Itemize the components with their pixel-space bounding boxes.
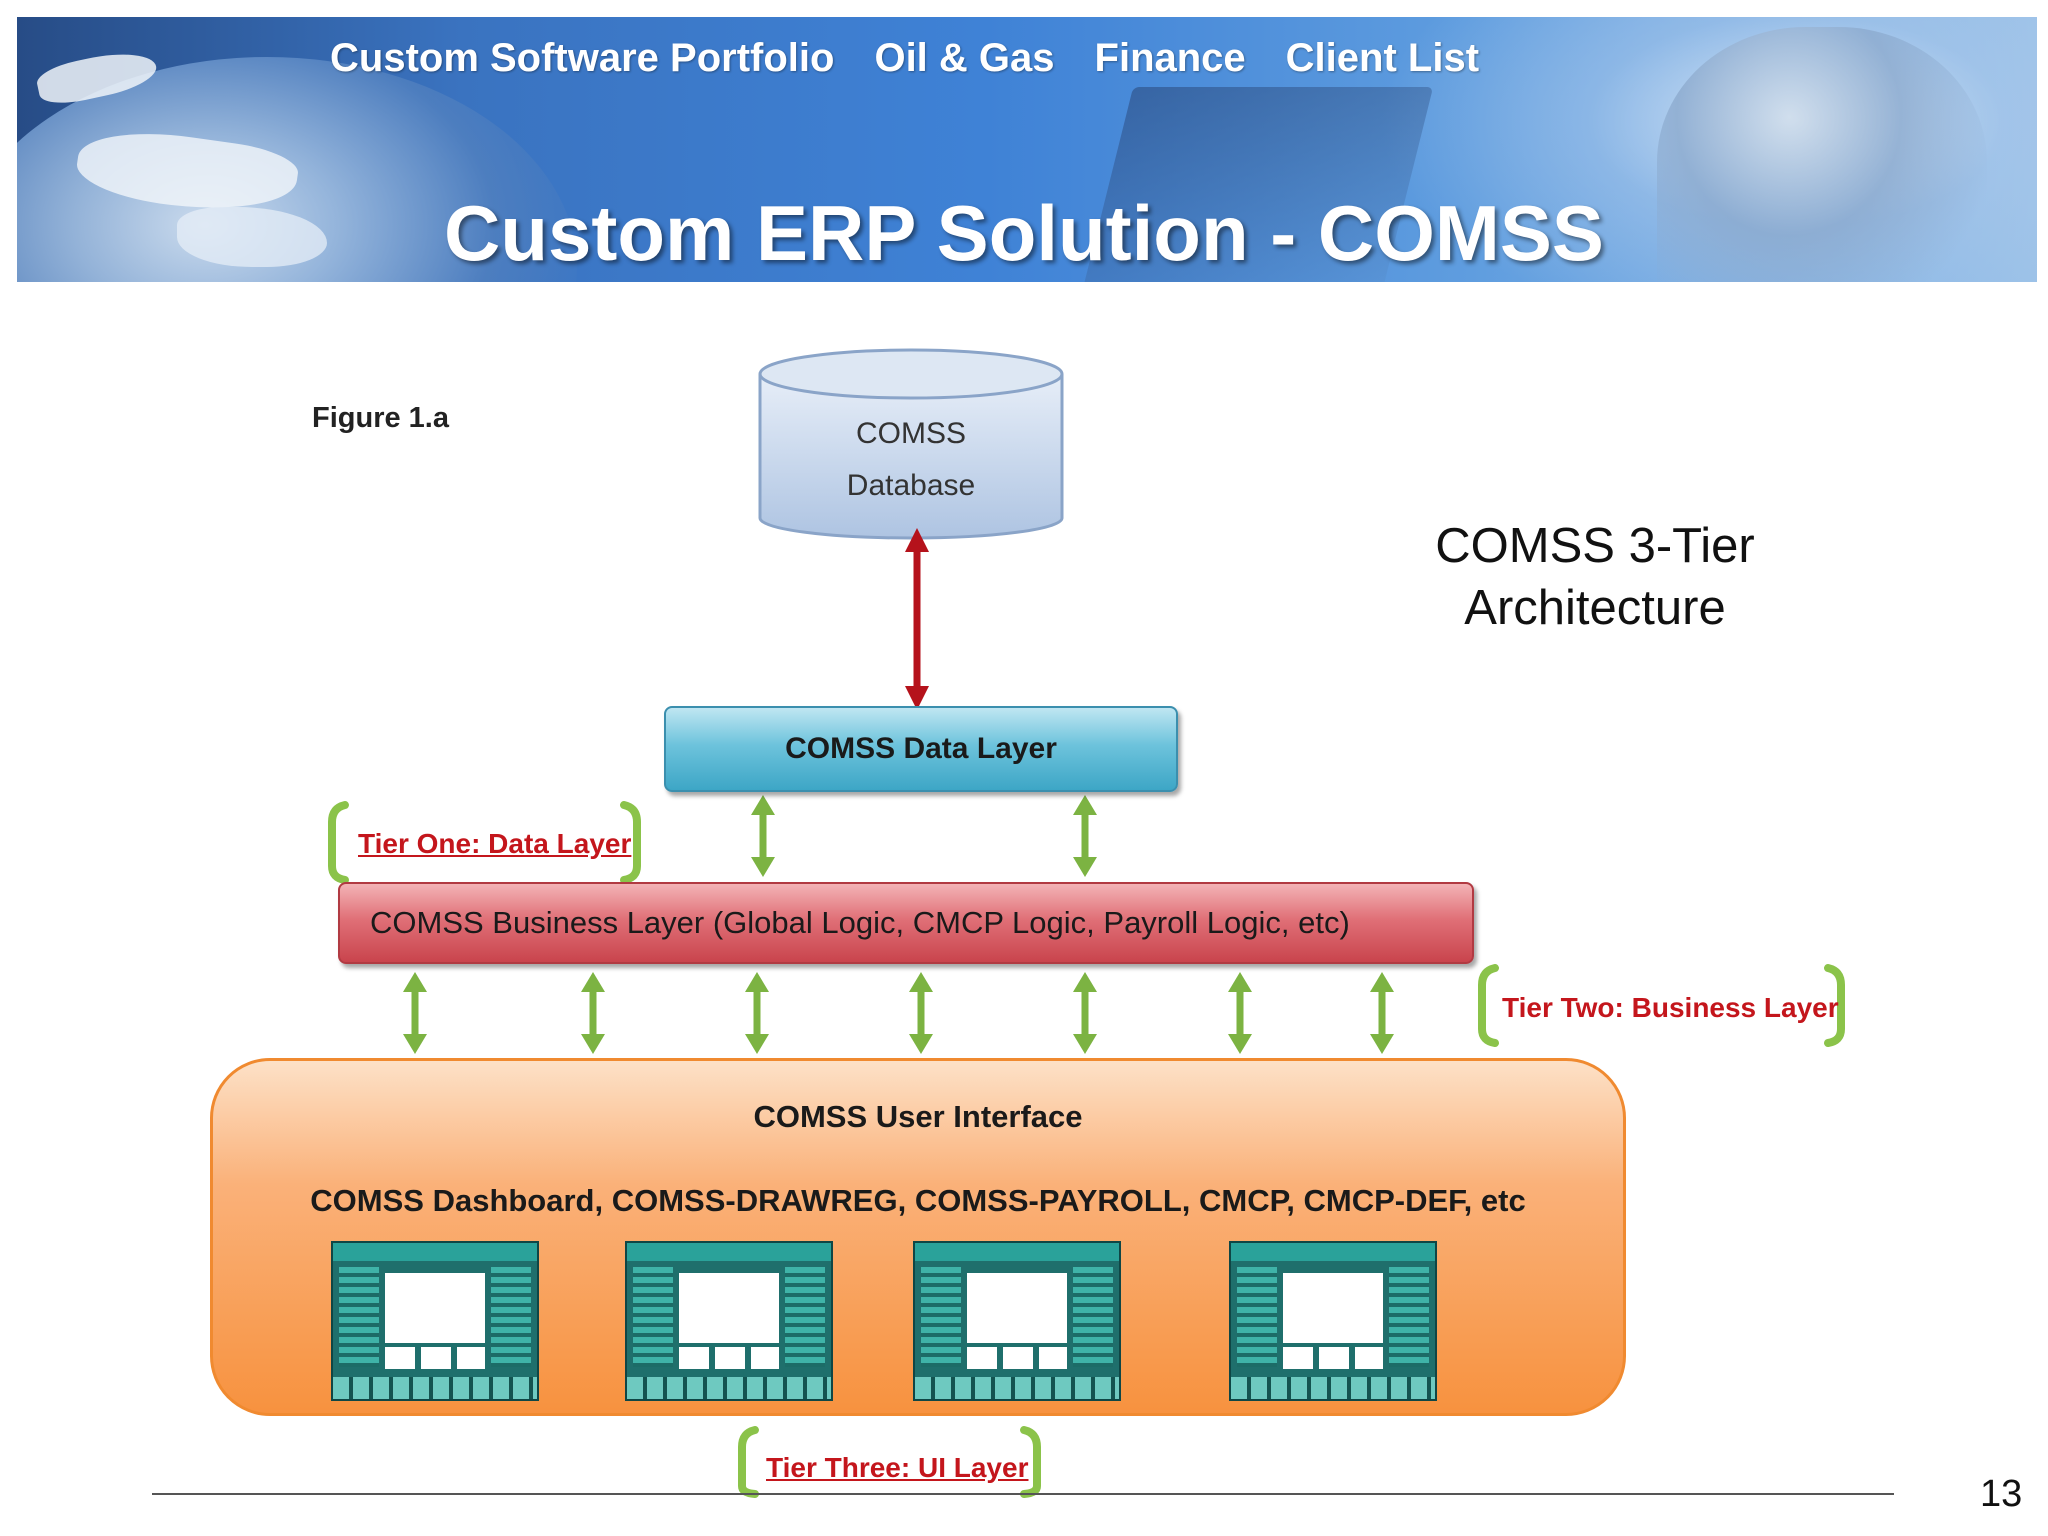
business-ui-arrows bbox=[403, 972, 1394, 1054]
business-layer-label: COMSS Business Layer (Global Logic, CMCP… bbox=[370, 905, 1350, 940]
tier-one-label: Tier One: Data Layer bbox=[358, 828, 632, 859]
app-screenshot bbox=[331, 1241, 539, 1401]
tier-two-brackets bbox=[1478, 964, 1845, 1047]
data-business-arrows bbox=[751, 795, 1097, 877]
tier-arrow bbox=[1073, 795, 1097, 877]
database-label-line2: Database bbox=[846, 469, 976, 502]
architecture-caption: COMSS 3-Tier Architecture bbox=[1435, 519, 1755, 635]
tier-arrow bbox=[1228, 972, 1252, 1054]
top-nav: Custom Software Portfolio Oil & Gas Fina… bbox=[330, 30, 1479, 86]
tier-arrow bbox=[1370, 972, 1394, 1054]
data-layer-box: COMSS Data Layer bbox=[664, 706, 1178, 792]
ui-layer-title: COMSS User Interface bbox=[753, 1099, 1083, 1134]
app-screenshot bbox=[1229, 1241, 1437, 1401]
tier-two-label: Tier Two: Business Layer bbox=[1502, 992, 1839, 1023]
page-number: 13 bbox=[1980, 1473, 2023, 1515]
slide-title: Custom ERP Solution - COMSS bbox=[444, 189, 1604, 277]
ui-layer-apps: COMSS Dashboard, COMSS-DRAWREG, COMSS-PA… bbox=[310, 1183, 1526, 1218]
tier-arrow bbox=[403, 972, 427, 1054]
nav-link-client-list[interactable]: Client List bbox=[1285, 35, 1480, 80]
tier-arrow bbox=[581, 972, 605, 1054]
tier-arrow bbox=[745, 972, 769, 1054]
person-image bbox=[1657, 27, 1987, 282]
tier-arrow bbox=[1073, 972, 1097, 1054]
database-cylinder bbox=[758, 348, 1064, 540]
figure-label: Figure 1.a bbox=[312, 402, 449, 434]
tier-one-brackets bbox=[328, 801, 641, 884]
business-layer-box: COMSS Business Layer (Global Logic, CMCP… bbox=[338, 882, 1474, 964]
footer-divider bbox=[152, 1493, 1894, 1495]
tier-three-brackets bbox=[738, 1426, 1041, 1498]
ui-layer-box: COMSS User Interface COMSS Dashboard, CO… bbox=[210, 1058, 1626, 1416]
tier-arrow bbox=[909, 972, 933, 1054]
db-data-arrow bbox=[905, 528, 929, 710]
tier-three-label: Tier Three: UI Layer bbox=[766, 1452, 1029, 1483]
nav-link-oil-gas[interactable]: Oil & Gas bbox=[874, 35, 1055, 80]
data-layer-label: COMSS Data Layer bbox=[785, 732, 1057, 765]
app-screenshot bbox=[625, 1241, 833, 1401]
database-label: COMSS Database bbox=[760, 408, 1062, 512]
app-screenshot bbox=[913, 1241, 1121, 1401]
database-label-line1: COMSS bbox=[855, 417, 966, 450]
tier-arrow bbox=[751, 795, 775, 877]
header-banner bbox=[17, 17, 2037, 282]
nav-link-custom-software-portfolio[interactable]: Custom Software Portfolio bbox=[330, 35, 835, 80]
nav-link-finance[interactable]: Finance bbox=[1094, 35, 1246, 80]
